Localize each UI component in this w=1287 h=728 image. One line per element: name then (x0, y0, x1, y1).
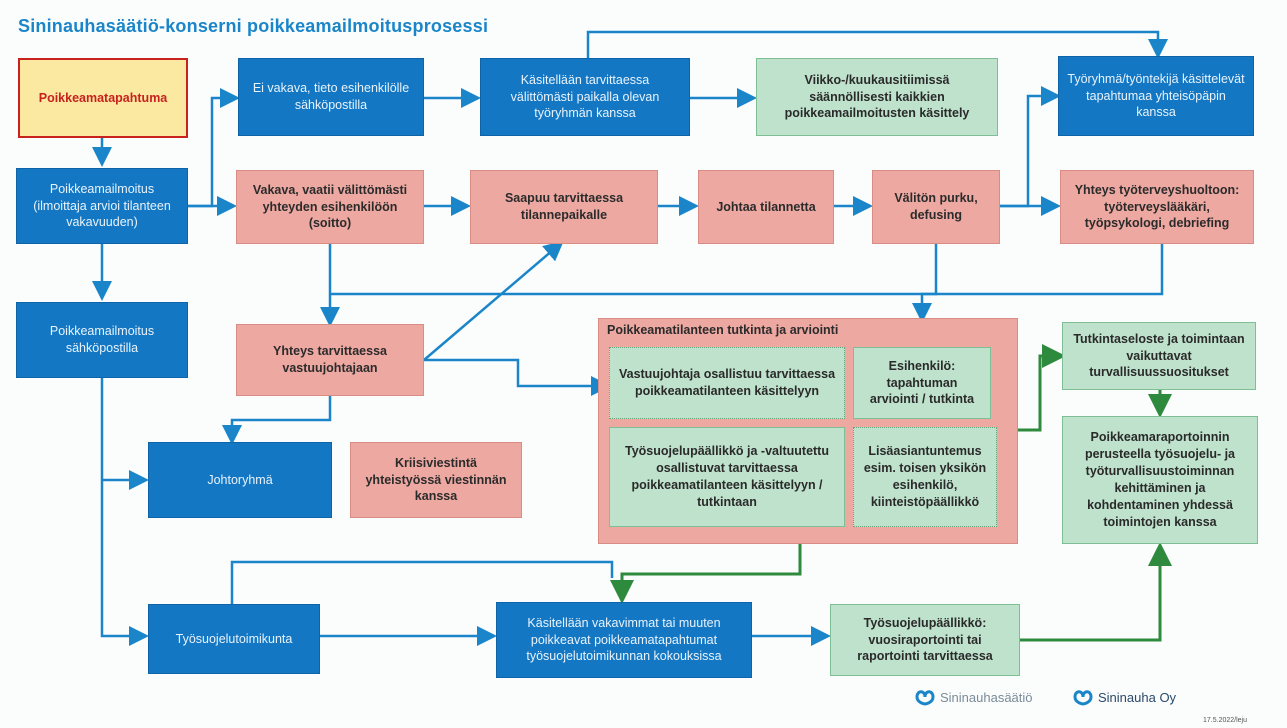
node-notice-report: Poikkeamailmoitus (ilmoittaja arvioi til… (16, 168, 188, 244)
node-event: Poikkeamatapahtuma (18, 58, 188, 138)
ribbon-icon (915, 690, 935, 706)
green-arrow-investigation-to-handles (610, 544, 802, 604)
node-committee-handles: Käsitellään vakavimmat tai muuten poikke… (496, 602, 752, 678)
logo-foundation-text: Sininauhasäätiö (940, 689, 1033, 705)
node-handled-workplace: Käsitellään tarvittaessa välittömästi pa… (480, 58, 690, 136)
arrow-defusing-to-team (1000, 86, 1061, 208)
node-crisis: Kriisiviestintä yhteistyössä viestinnän … (350, 442, 522, 518)
node-health-care: Yhteys työterveyshuoltoon: työterveyslää… (1060, 170, 1254, 244)
page-title: Sininauhasäätiö-konserni poikkeamailmoit… (18, 16, 489, 36)
footer-date: 17.5.2022/leju (1203, 717, 1247, 724)
line-bus (330, 244, 1164, 296)
node-safety-rep: Työsuojelupäällikkö ja -valtuutettu osal… (609, 427, 845, 527)
node-annual-report: Työsuojelupäällikkö: vuosiraportointi ta… (830, 604, 1020, 676)
arrow-contact-to-management (222, 396, 332, 445)
node-leads: Johtaa tilannetta (698, 170, 834, 244)
node-management: Johtoryhmä (148, 442, 332, 518)
node-email-report: Poikkeamailmoitus sähköpostilla (16, 302, 188, 378)
node-manager-participates: Vastuujohtaja osallistuu tarvittaessa po… (609, 347, 845, 419)
logo-company: Sininauha Oy (1072, 688, 1176, 706)
node-arrives: Saapuu tarvittaessa tilannepaikalle (470, 170, 658, 244)
logo-company-text: Sininauha Oy (1098, 689, 1177, 705)
investigation-title: Poikkeamatilanteen tutkinta ja arviointi (607, 323, 839, 337)
arrow-notice-to-notserious (188, 88, 240, 208)
ribbon-icon (1073, 690, 1093, 706)
node-contact-manager: Yhteys tarvittaessa vastuujohtajaan (236, 324, 424, 396)
node-weekly-handling: Viikko-/kuukausitiimissä säännöllisesti … (756, 58, 998, 136)
node-serious: Vakava, vaatii välittömästi yhteyden esi… (236, 170, 424, 244)
node-experts: Lisäasiantuntemus esim. toisen yksikön e… (853, 427, 997, 527)
green-arrow-report-to-development (1020, 542, 1172, 642)
node-summary: Tutkintaseloste ja toimintaan vaikuttava… (1062, 322, 1256, 390)
arrow-committee-loop (230, 560, 614, 604)
node-not-serious: Ei vakava, tieto esihenkilölle sähköpost… (238, 58, 424, 136)
arrow-email-to-committee (100, 378, 149, 646)
investigation-group: Poikkeamatilanteen tutkinta ja arviointi… (598, 318, 1018, 544)
logo-foundation: Sininauhasäätiö (914, 688, 1033, 706)
node-defusing: Välitön purku, defusing (872, 170, 1000, 244)
arrow-bus-to-investigation (912, 244, 938, 323)
node-safety-committee: Työsuojelutoimikunta (148, 604, 320, 674)
green-arrow-investigation-to-summary (1018, 344, 1066, 432)
arrow-contact-to-arrives (423, 240, 564, 361)
node-supervisor-assessment: Esihenkilö: tapahtuman arviointi / tutki… (853, 347, 991, 419)
node-development: Poikkeamaraportoinnin perusteella työsuo… (1062, 416, 1258, 544)
arrow-contact-to-investigation (424, 358, 611, 396)
arrow-handled-to-team (586, 30, 1168, 59)
node-team-handles: Työryhmä/työntekijä käsittelevät tapahtu… (1058, 56, 1254, 136)
